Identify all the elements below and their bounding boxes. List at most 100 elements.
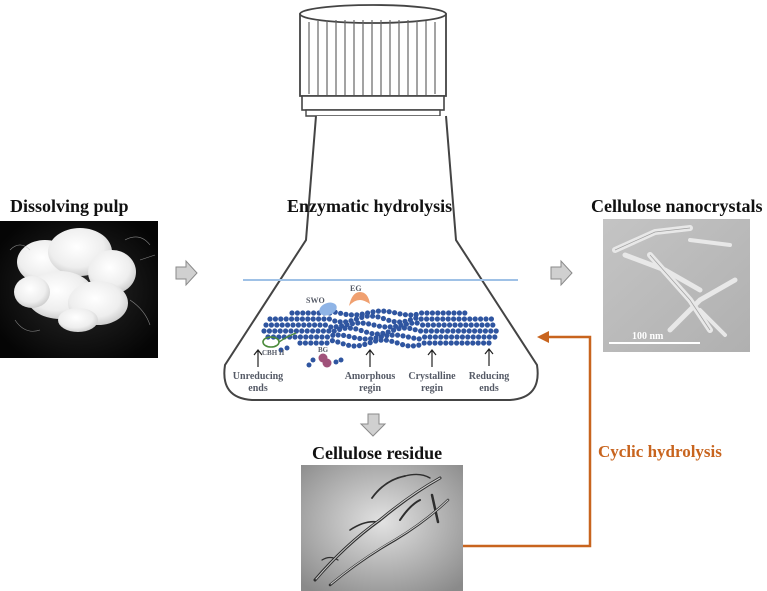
glucose-bead	[457, 322, 463, 328]
amorphous-region-arrow	[365, 349, 375, 367]
glucose-bead	[470, 334, 476, 340]
glucose-bead	[386, 309, 392, 315]
glucose-bead	[418, 316, 424, 322]
glucose-bead	[373, 338, 379, 344]
cellulose-chain-bundle	[261, 308, 499, 349]
glucose-bead	[403, 321, 409, 327]
cbh-label: CBH II	[262, 349, 285, 357]
glucose-bead	[490, 322, 496, 328]
glucose-bead	[290, 322, 296, 328]
glucose-bead	[274, 322, 280, 328]
glucose-bead	[337, 326, 343, 332]
glucose-bead	[340, 341, 346, 347]
glucose-bead	[395, 332, 401, 338]
glucose-bead	[367, 340, 373, 346]
glucose-bead	[353, 316, 359, 322]
glucose-bead	[432, 334, 438, 340]
glucose-bead	[351, 335, 357, 341]
glucose-bead	[482, 328, 488, 334]
glucose-bead	[387, 324, 393, 330]
glucose-bead	[389, 338, 395, 344]
glucose-bead	[326, 316, 332, 322]
glucose-bead	[261, 328, 267, 334]
reducing-label-line2: ends	[479, 383, 499, 394]
bg-label: BG	[318, 346, 329, 354]
glucose-bead	[358, 327, 364, 334]
glucose-bead	[434, 316, 440, 322]
glucose-bead	[455, 328, 461, 334]
glucose-bead	[416, 336, 422, 342]
glucose-bead	[436, 322, 442, 328]
glucose-bead	[308, 340, 314, 346]
glucose-bead	[310, 316, 316, 322]
glucose-bead	[351, 343, 357, 349]
glucose-bead	[427, 334, 433, 340]
glucose-bead	[359, 314, 365, 320]
enzymes	[262, 292, 370, 368]
glucose-bead	[411, 335, 417, 341]
glucose-bead	[401, 325, 407, 331]
glucose-bead	[423, 328, 429, 334]
glucose-bead	[293, 328, 299, 334]
glucose-bead	[435, 310, 441, 316]
glucose-bead	[465, 334, 471, 340]
glucose-bead	[381, 308, 387, 314]
glucose-bead	[267, 316, 273, 322]
glucose-bead	[314, 334, 320, 340]
glucose-bead	[424, 316, 430, 322]
glucose-bead	[362, 341, 368, 347]
glucose-bead	[380, 315, 386, 322]
cellulose-residue-microscope-image	[301, 465, 463, 591]
glucose-bead	[319, 340, 325, 346]
glucose-bead	[378, 337, 384, 343]
glucose-bead	[304, 328, 310, 334]
glucose-bead	[427, 340, 433, 346]
crystalline-label-line1: Crystalline	[408, 371, 456, 382]
glucose-bead	[297, 334, 303, 340]
glucose-bead	[422, 334, 428, 340]
glucose-bead	[349, 321, 355, 327]
glucose-bead	[432, 340, 438, 346]
glucose-bead	[461, 328, 467, 334]
glucose-bead	[386, 317, 392, 323]
glucose-bead	[476, 334, 482, 340]
glucose-bead	[360, 320, 366, 326]
glucose-bead	[451, 310, 457, 316]
enzymatic-hydrolysis-label: Enzymatic hydrolysis	[287, 196, 453, 216]
glucose-bead	[438, 334, 444, 340]
glucose-bead	[475, 340, 481, 346]
glucose-bead	[461, 316, 467, 322]
glucose-bead	[425, 322, 431, 328]
glucose-bead	[481, 334, 487, 340]
glucose-bead	[316, 316, 322, 322]
glucose-bead	[394, 340, 400, 346]
glucose-bead	[443, 340, 449, 346]
glucose-bead	[392, 310, 398, 316]
glucose-bead	[470, 340, 476, 346]
glucose-bead	[283, 328, 289, 334]
glucose-bead	[285, 322, 291, 328]
glucose-bead	[424, 310, 430, 316]
glucose-bead	[445, 316, 451, 322]
glucose-bead	[370, 313, 376, 319]
glucose-bead	[434, 328, 440, 334]
glucose-bead	[283, 316, 289, 322]
glucose-bead	[376, 323, 382, 329]
glucose-bead	[429, 316, 435, 322]
glucose-bead	[310, 328, 316, 334]
glucose-bead	[343, 311, 349, 317]
glucose-bead	[324, 340, 330, 346]
glucose-bead	[478, 316, 484, 322]
glucose-bead	[405, 343, 411, 349]
amorphous-label-line2: regin	[359, 383, 381, 394]
glucose-bead	[355, 320, 361, 326]
glucose-bead	[341, 332, 347, 338]
glucose-bead	[322, 322, 328, 328]
glucose-bead	[420, 322, 426, 328]
glucose-bead	[299, 316, 305, 322]
glucose-bead	[301, 322, 307, 328]
glucose-bead	[448, 340, 454, 346]
glucose-bead	[429, 310, 435, 316]
glucose-bead	[405, 334, 411, 340]
